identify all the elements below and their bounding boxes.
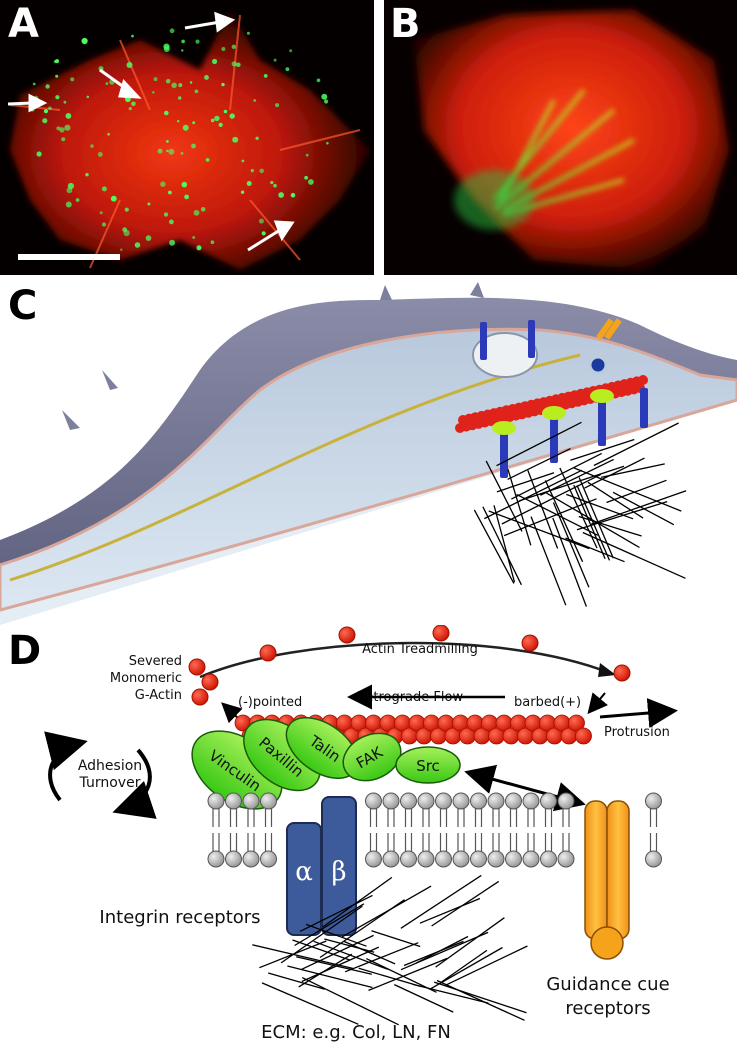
panel-c-cell-illustration: C — [0, 280, 737, 625]
adhesion-turnover-label-1: Adhesion — [78, 758, 142, 774]
guidance-receptor-small — [596, 318, 614, 340]
monomers-on-arc — [259, 625, 539, 662]
turnover-arrow-left — [44, 731, 88, 802]
ecm-mesh — [252, 874, 528, 1026]
cell-cross-section — [0, 282, 737, 625]
severed-label-2: Monomeric — [110, 671, 182, 686]
beta-label: β — [331, 857, 346, 887]
panel-c-label: C — [8, 283, 38, 329]
alpha-label: α — [295, 857, 313, 887]
integrin-receptors-label: Integrin receptors — [99, 907, 260, 928]
organelle — [472, 332, 538, 378]
protrusion-arrow — [599, 698, 678, 728]
guidance-label-2: receptors — [565, 998, 650, 1019]
panel-a-arrows — [7, 11, 295, 252]
fak-protein — [342, 732, 402, 782]
adhesion-proteins: Vinculin Paxillin Talin FAK Src — [191, 717, 461, 810]
panel-a-label: A — [8, 1, 39, 47]
severed-label-3: G-Actin — [135, 688, 182, 703]
panel-a-image — [0, 0, 374, 275]
treadmilling-label: Actin Treadmilling — [362, 642, 478, 657]
adhesion-puncta — [29, 28, 329, 251]
panel-b-label: B — [390, 1, 421, 47]
src-protein — [395, 746, 461, 784]
panel-d-label: D — [8, 628, 42, 674]
guidance-cue-receptor — [584, 800, 630, 960]
integrin-receptor: α β — [286, 796, 357, 936]
severed-label-1: Severed — [129, 654, 182, 669]
actin-cable — [9, 353, 581, 582]
panel-b-micrograph: B — [384, 0, 737, 275]
panel-a-micrograph: A — [0, 0, 374, 275]
panel-b-image — [384, 0, 737, 275]
ecm-fibers — [473, 421, 687, 607]
treadmilling-arc — [199, 641, 611, 679]
barbed-arrow — [587, 692, 608, 715]
pointed-end-label: (-)pointed — [238, 695, 302, 710]
guidance-label-1: Guidance cue — [546, 974, 669, 995]
cell-interior — [0, 327, 737, 612]
ecm-label: ECM: e.g. Col, LN, FN — [261, 1022, 451, 1043]
protrusion-label: Protrusion — [604, 725, 670, 740]
panel-d-schematic: Severed Monomeric G-Actin Actin Treadmil… — [0, 625, 737, 1050]
src-label: Src — [416, 757, 440, 775]
severed-monomers — [188, 658, 631, 706]
adhesion-turnover-label-2: Turnover — [79, 775, 141, 791]
barbed-end-label: barbed(+) — [514, 695, 581, 710]
lipid-bilayer — [207, 792, 662, 868]
turnover-arrow-right — [112, 748, 157, 819]
adhesion-schematic: Severed Monomeric G-Actin Actin Treadmil… — [44, 625, 678, 1043]
integrin-adhesions-c — [492, 388, 648, 478]
integrin-beta — [321, 796, 357, 936]
scale-bar — [18, 254, 120, 260]
